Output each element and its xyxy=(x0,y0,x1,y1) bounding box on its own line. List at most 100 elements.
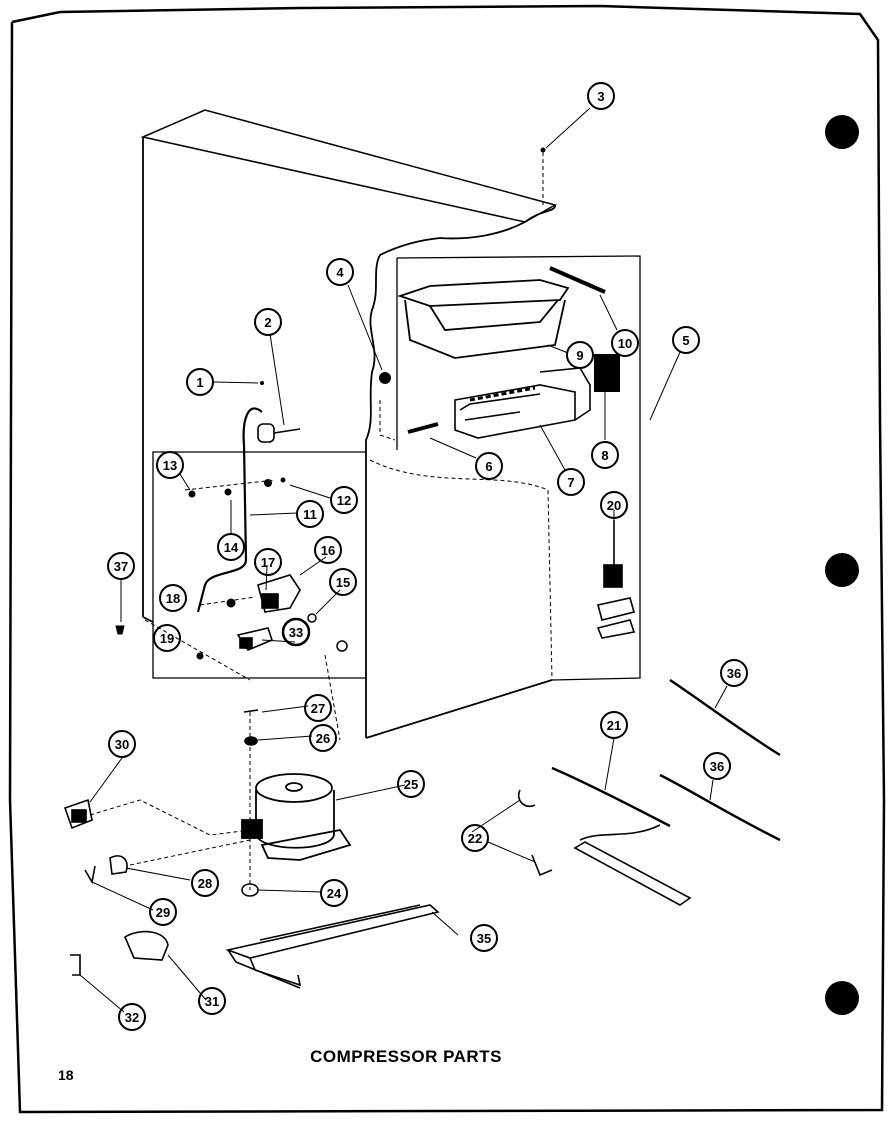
wire-harness-21 xyxy=(551,766,671,828)
callout-10-label: 10 xyxy=(618,336,632,351)
callout-leaders xyxy=(79,107,728,1013)
callout-17-label: 17 xyxy=(261,555,275,570)
binder-hole-bottom xyxy=(825,981,859,1015)
page-number: 18 xyxy=(58,1067,74,1083)
callout-7: 7 xyxy=(557,468,585,496)
compressor xyxy=(241,773,352,861)
callout-15-label: 15 xyxy=(336,575,350,590)
inset-hardware xyxy=(188,477,348,660)
refrigerator-cabinet xyxy=(140,109,557,739)
binder-hole-top xyxy=(825,115,859,149)
callout-30-label: 30 xyxy=(115,737,129,752)
callout-6-label: 6 xyxy=(485,459,492,474)
small-clip xyxy=(260,381,264,385)
callout-13: 13 xyxy=(156,451,184,479)
compressor-base-rail xyxy=(225,904,440,989)
callout-24-label: 24 xyxy=(327,886,342,901)
callout-37-label: 37 xyxy=(114,559,128,574)
callout-31-label: 31 xyxy=(205,994,219,1009)
wire-harness-36-upper xyxy=(669,679,781,757)
callout-21-label: 21 xyxy=(607,718,621,733)
callout-14-label: 14 xyxy=(224,540,239,555)
callout-3: 3 xyxy=(587,82,615,110)
callout-36-lower-label: 36 xyxy=(710,759,724,774)
callout-13-label: 13 xyxy=(163,458,177,473)
bin-rod xyxy=(549,266,606,294)
callout-8: 8 xyxy=(591,441,619,469)
callout-19: 19 xyxy=(153,624,181,652)
callout-22-label: 22 xyxy=(468,831,482,846)
callout-25: 25 xyxy=(397,770,425,798)
callout-28-label: 28 xyxy=(198,876,212,891)
callout-24: 24 xyxy=(320,879,348,907)
callout-11: 11 xyxy=(296,500,324,528)
mounting-bracket xyxy=(236,627,273,651)
top-screw xyxy=(540,147,546,153)
callout-8-label: 8 xyxy=(601,448,608,463)
callout-32: 32 xyxy=(118,1003,146,1031)
callout-19-label: 19 xyxy=(160,631,174,646)
callout-3-label: 3 xyxy=(597,89,604,104)
callout-21: 21 xyxy=(600,711,628,739)
callout-16: 16 xyxy=(314,536,342,564)
callout-2-label: 2 xyxy=(264,315,271,330)
callout-4: 4 xyxy=(326,258,354,286)
wire-connectors xyxy=(517,789,553,877)
callout-26: 26 xyxy=(309,724,337,752)
callout-26-label: 26 xyxy=(316,731,330,746)
fill-cup-strip xyxy=(469,386,536,402)
terminal-cover-parts xyxy=(63,798,169,976)
callout-36-lower: 36 xyxy=(703,752,731,780)
wire-harness-36-lower xyxy=(659,773,781,842)
callout-33-label: 33 xyxy=(289,625,303,640)
callout-32-label: 32 xyxy=(125,1010,139,1025)
bumper xyxy=(115,625,125,635)
ice-storage-bin xyxy=(397,279,570,359)
callout-18-label: 18 xyxy=(166,591,180,606)
callout-36-upper: 36 xyxy=(720,659,748,687)
callout-20: 20 xyxy=(600,491,628,519)
icemaker-cover-plate xyxy=(594,354,620,392)
callout-1-label: 1 xyxy=(196,375,203,390)
binder-hole-middle xyxy=(825,553,859,587)
callout-36-upper-label: 36 xyxy=(727,666,741,681)
callout-6: 6 xyxy=(475,452,503,480)
compressor-inset-frame xyxy=(152,451,366,679)
callout-30: 30 xyxy=(108,730,136,758)
callout-27-label: 27 xyxy=(311,701,325,716)
icemaker-inset-frame xyxy=(396,255,641,681)
callout-18: 18 xyxy=(159,584,187,612)
callout-7-label: 7 xyxy=(567,475,574,490)
callout-9-label: 9 xyxy=(576,348,583,363)
callout-14: 14 xyxy=(217,533,245,561)
drain-fitting xyxy=(257,423,301,443)
callout-31: 31 xyxy=(198,987,226,1015)
defrost-heater xyxy=(573,824,692,906)
water-valve-assembly xyxy=(596,520,636,639)
callout-29-label: 29 xyxy=(156,905,170,920)
callout-5-label: 5 xyxy=(682,333,689,348)
callout-35: 35 xyxy=(470,924,498,952)
cabinet-screw xyxy=(379,372,391,384)
icemaker-assembly xyxy=(454,367,591,439)
callout-4-label: 4 xyxy=(336,265,344,280)
callout-25-label: 25 xyxy=(404,777,418,792)
callout-12-label: 12 xyxy=(337,493,351,508)
callout-20-label: 20 xyxy=(607,498,621,513)
relay-bracket xyxy=(257,574,301,613)
callout-11-label: 11 xyxy=(303,507,317,522)
diagram-title: COMPRESSOR PARTS xyxy=(310,1047,502,1066)
callout-28: 28 xyxy=(191,869,219,897)
callout-35-label: 35 xyxy=(477,931,491,946)
callout-12: 12 xyxy=(330,486,358,514)
callout-33: 33 xyxy=(281,617,311,647)
compressor-grommets xyxy=(241,709,259,897)
drain-tube xyxy=(196,407,263,613)
callout-1: 1 xyxy=(186,368,214,396)
callout-27: 27 xyxy=(304,694,332,722)
callout-22: 22 xyxy=(461,824,489,852)
page-border xyxy=(8,4,886,1114)
callout-10: 10 xyxy=(611,329,639,357)
